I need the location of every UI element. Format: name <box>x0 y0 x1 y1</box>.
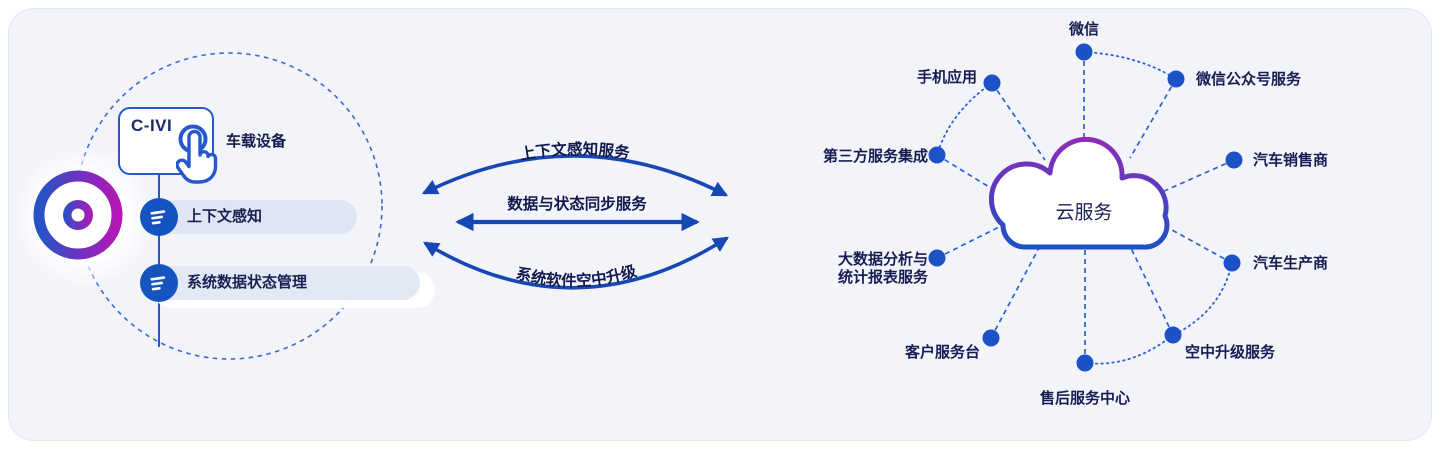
vehicle-device-title: 车载设备 <box>226 133 287 150</box>
node-label-manufacturer: 汽车生产商 <box>1253 255 1329 272</box>
cloud-service-label: 云服务 <box>1055 202 1113 224</box>
cloud-network <box>928 43 1243 372</box>
arrow-label-context-service: 上下文感知服务 <box>519 139 632 163</box>
steering-wheel-icon <box>33 170 123 260</box>
feature-label: 系统数据状态管理 <box>187 274 308 291</box>
node-label-car-dealer: 汽车销售商 <box>1253 152 1329 169</box>
node-label-ota-upgrade: 空中升级服务 <box>1185 344 1276 361</box>
node-dot <box>928 146 946 164</box>
node-dot <box>983 74 1001 92</box>
arrow-label-ota: 系统软件空中升级 <box>514 261 639 290</box>
feature-pill-system-data: 系统数据状态管理 <box>141 266 420 300</box>
arc-down-arrow <box>422 236 729 290</box>
node-dot <box>1167 70 1185 88</box>
node-label-customer-desk: 客户服务台 <box>904 344 980 361</box>
node-dot <box>1076 354 1094 372</box>
node-dot <box>1075 43 1093 61</box>
civi-device-name: C-IVI <box>131 116 173 135</box>
node-label-mobile-app: 手机应用 <box>916 69 977 86</box>
node-label-line: 大数据分析与 <box>837 251 928 268</box>
tap-hand-icon <box>176 124 218 184</box>
node-dot <box>982 329 1000 347</box>
list-icon <box>140 264 178 302</box>
arrow-label-data-sync: 数据与状态同步服务 <box>507 194 647 213</box>
feature-label: 上下文感知 <box>187 208 263 225</box>
node-label-line: 统计报表服务 <box>837 269 928 286</box>
node-dots <box>928 43 1243 372</box>
cloud-connector-lines <box>936 52 1235 363</box>
list-icon <box>140 198 178 236</box>
vehicle-connector-line <box>158 171 160 347</box>
node-label-after-sales: 售后服务中心 <box>1039 390 1131 407</box>
node-dot <box>928 249 946 267</box>
node-dot <box>1223 254 1241 272</box>
sync-arrows: 上下文感知服务 数据与状态同步服务 系统软件空中升级 <box>421 139 729 290</box>
node-label-wechat-official: 微信公众号服务 <box>1196 71 1302 88</box>
node-label-wechat: 微信 <box>1068 21 1100 38</box>
cloud-shape <box>988 136 1170 250</box>
node-dot <box>1164 326 1182 344</box>
node-to-node-dotted-arcs <box>936 51 1233 365</box>
node-dot <box>1225 151 1243 169</box>
node-label-bigdata: 大数据分析与 统计报表服务 <box>838 251 928 287</box>
node-label-third-party: 第三方服务集成 <box>822 148 928 165</box>
arc-up-arrow <box>421 154 729 197</box>
